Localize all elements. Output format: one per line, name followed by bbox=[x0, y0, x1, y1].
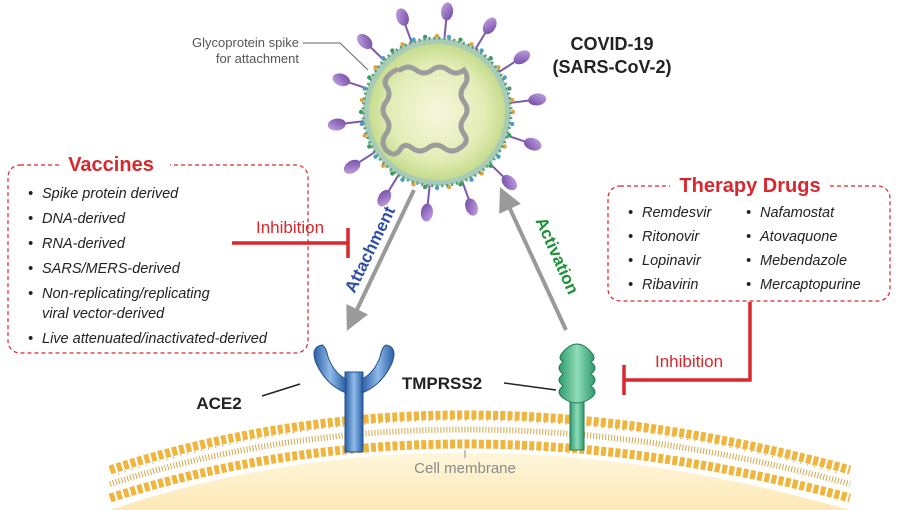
spike-head bbox=[327, 118, 346, 131]
membrane-label: Cell membrane bbox=[414, 460, 516, 477]
drug-bullet: • bbox=[746, 253, 751, 269]
vaccine-bullet: • bbox=[28, 261, 33, 277]
surface-protein bbox=[359, 97, 365, 103]
inhibition-left-label: Inhibition bbox=[256, 218, 324, 237]
surface-protein bbox=[362, 133, 367, 138]
drug-item: Lopinavir bbox=[642, 253, 702, 269]
attachment-arrow bbox=[346, 189, 416, 331]
tmprss2-label: TMPRSS2 bbox=[402, 374, 482, 393]
drug-item: Ribavirin bbox=[642, 277, 698, 293]
vaccines-title: Vaccines bbox=[68, 154, 154, 176]
spike-head bbox=[420, 203, 433, 222]
vaccine-bullet: • bbox=[28, 236, 33, 252]
spike-head bbox=[482, 17, 497, 35]
surface-protein bbox=[479, 171, 484, 176]
ace2-pointer bbox=[261, 383, 301, 397]
drug-bullet: • bbox=[746, 205, 751, 221]
therapy-drug-list: • Remdesvir • Ritonovir • Lopinavir • Ri… bbox=[628, 205, 861, 293]
spike-head bbox=[332, 73, 351, 87]
drug-item: Nafamostat bbox=[760, 205, 835, 221]
vaccine-item: Non-replicating/replicating bbox=[42, 286, 210, 302]
surface-protein bbox=[496, 65, 501, 70]
virus-subtitle: (SARS-CoV-2) bbox=[552, 57, 671, 77]
vaccine-bullet: • bbox=[28, 286, 33, 302]
drug-bullet: • bbox=[628, 229, 633, 245]
viral-rna bbox=[380, 64, 470, 157]
surface-protein bbox=[488, 163, 493, 168]
vaccine-bullet: • bbox=[28, 186, 33, 202]
spike-head bbox=[501, 174, 517, 191]
spike-stalk bbox=[355, 150, 378, 165]
tmprss2-pointer bbox=[503, 382, 557, 391]
surface-protein bbox=[434, 33, 440, 39]
drug-bullet: • bbox=[628, 277, 633, 293]
vaccines-box bbox=[7, 164, 309, 354]
drug-bullet: • bbox=[628, 253, 633, 269]
glycoprotein-spikes bbox=[327, 2, 547, 222]
vaccine-item: DNA-derived bbox=[42, 211, 126, 227]
vaccine-item-continued: viral vector-derived bbox=[42, 306, 165, 322]
drug-item: Mercaptopurine bbox=[760, 277, 861, 293]
drug-item: Atovaquone bbox=[759, 229, 837, 245]
surface-protein bbox=[434, 185, 440, 191]
inhibition-right-label: Inhibition bbox=[655, 352, 723, 371]
spike-head bbox=[465, 198, 478, 216]
vaccine-item: Spike protein derived bbox=[42, 186, 179, 202]
drug-item: Mebendazole bbox=[760, 253, 847, 269]
vaccine-item: Live attenuated/inactivated-derived bbox=[42, 331, 268, 347]
spike-stalk bbox=[496, 59, 519, 74]
surface-protein bbox=[367, 144, 372, 149]
spike-head bbox=[343, 159, 361, 174]
spike-head bbox=[513, 50, 531, 65]
spike-label-line1: Glycoprotein spike bbox=[192, 35, 299, 50]
spike-head bbox=[528, 93, 547, 106]
spike-head bbox=[441, 2, 454, 21]
drug-bullet: • bbox=[628, 205, 633, 221]
vaccine-item: RNA-derived bbox=[42, 236, 126, 252]
surface-protein bbox=[381, 163, 386, 168]
drug-item: Remdesvir bbox=[642, 205, 712, 221]
surface-protein bbox=[390, 171, 395, 176]
vaccine-bullet: • bbox=[28, 331, 33, 347]
ace2-label: ACE2 bbox=[196, 394, 241, 413]
surface-protein bbox=[400, 42, 405, 47]
spike-stalk bbox=[426, 183, 431, 208]
vaccines-list: • Spike protein derived • DNA-derived • … bbox=[28, 186, 268, 347]
surface-protein bbox=[502, 144, 507, 149]
vaccine-bullet: • bbox=[28, 211, 33, 227]
therapy-drugs-title: Therapy Drugs bbox=[679, 175, 820, 197]
spike-head bbox=[523, 137, 542, 151]
spike-head bbox=[396, 8, 409, 26]
surface-protein bbox=[373, 65, 378, 70]
activation-arrow bbox=[499, 187, 568, 331]
spike-pointer bbox=[303, 42, 369, 71]
drug-item: Ritonovir bbox=[642, 229, 700, 245]
spike-stalk bbox=[403, 21, 414, 45]
vaccine-item: SARS/MERS-derived bbox=[42, 261, 181, 277]
spike-head bbox=[357, 33, 373, 50]
spike-stalk bbox=[473, 29, 488, 52]
surface-protein bbox=[507, 133, 512, 138]
spike-head bbox=[377, 189, 392, 207]
drug-bullet: • bbox=[746, 229, 751, 245]
tmprss2-protease bbox=[558, 343, 596, 451]
inhibition-right-bar bbox=[624, 302, 752, 382]
drug-bullet: • bbox=[746, 277, 751, 293]
activation-label: Activation bbox=[532, 214, 583, 297]
virus-particle bbox=[327, 2, 547, 222]
surface-protein bbox=[502, 75, 507, 80]
virus-title: COVID-19 bbox=[570, 34, 653, 54]
surface-protein bbox=[469, 42, 474, 47]
surface-protein bbox=[479, 48, 484, 53]
spike-label-line2: for attachment bbox=[216, 51, 299, 66]
ace2-receptor bbox=[313, 344, 395, 453]
cell-membrane bbox=[108, 410, 852, 510]
